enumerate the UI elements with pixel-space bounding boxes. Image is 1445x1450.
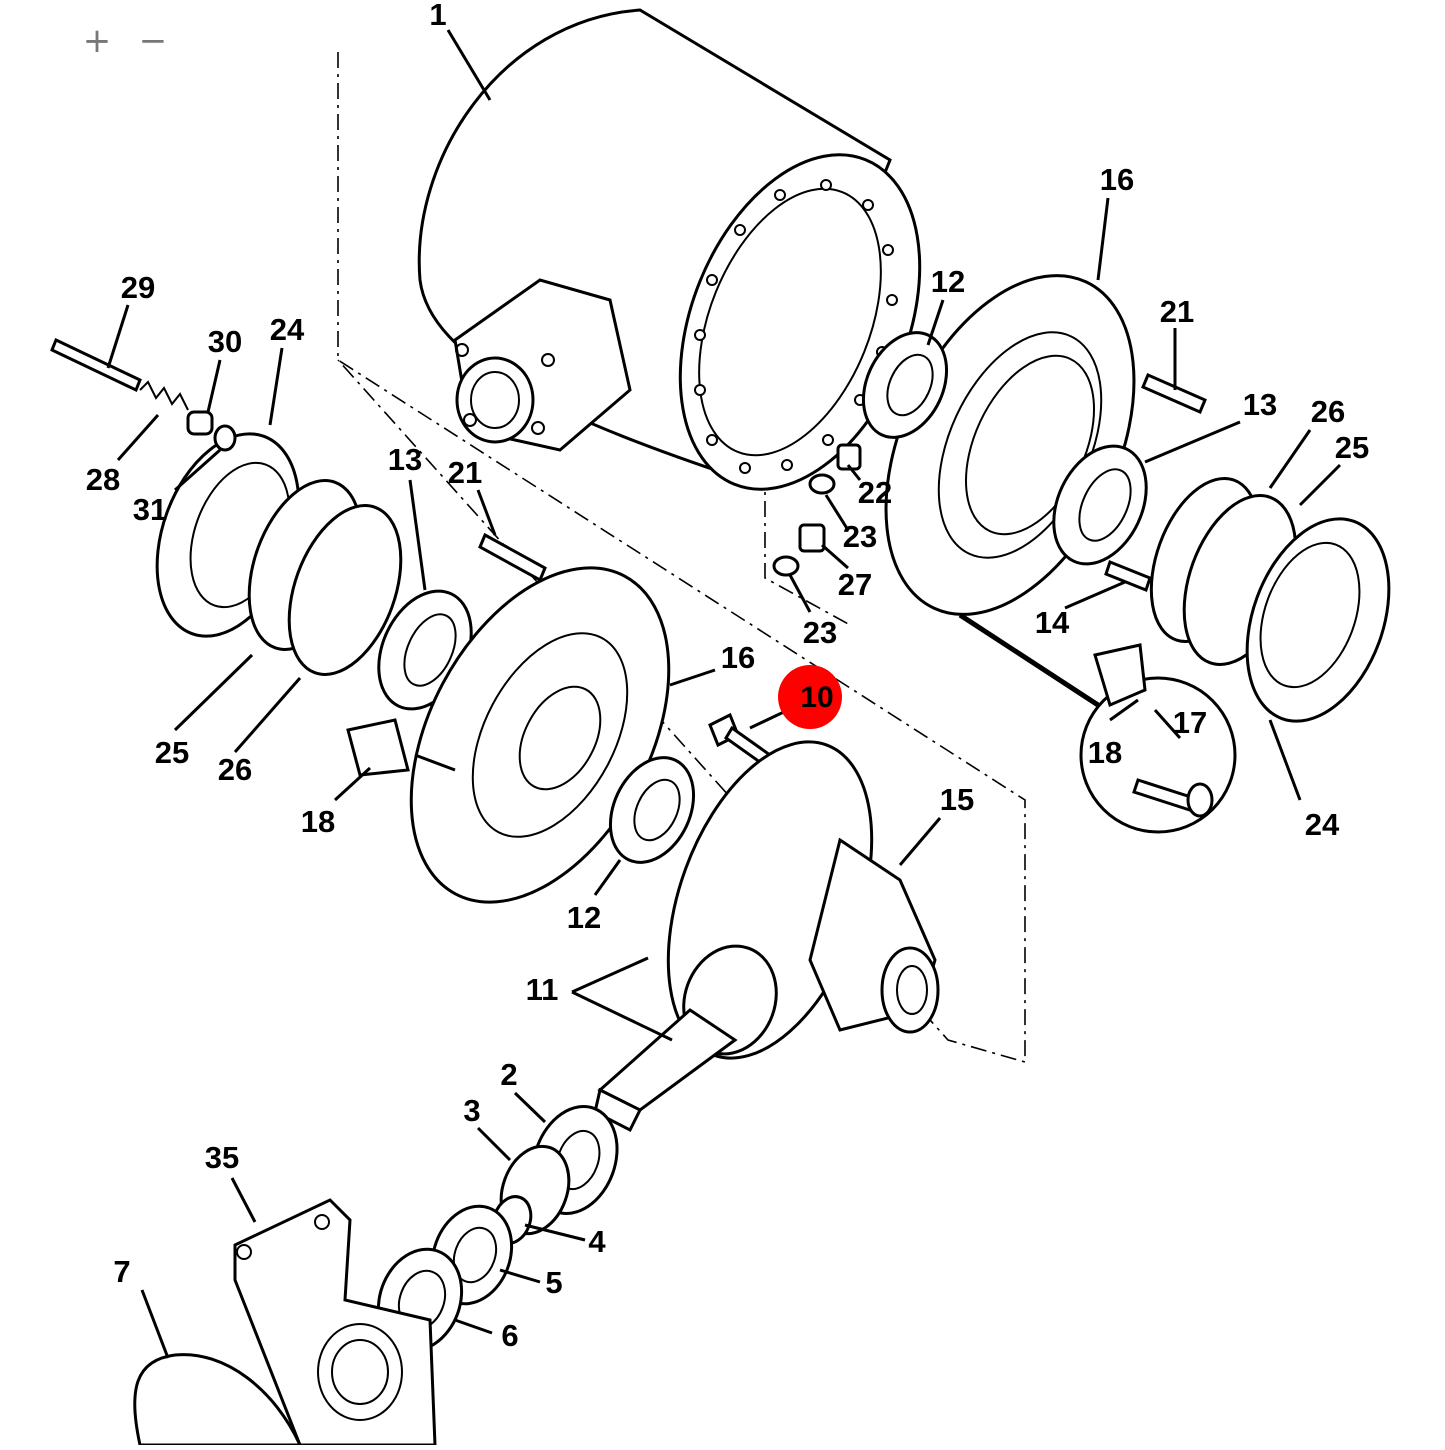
callout-label: 26: [1311, 394, 1345, 429]
bracket-35: [233, 1198, 437, 1447]
callout-label: 17: [1173, 705, 1207, 740]
callout-label: 23: [803, 615, 837, 650]
washer-23-lower: [772, 555, 800, 577]
callout-label: 2: [500, 1057, 517, 1092]
zoom-controls: + −: [78, 22, 172, 60]
bolt-27: [798, 523, 826, 553]
callout-label: 24: [270, 312, 305, 347]
callout-label: 25: [155, 735, 189, 770]
callout-label: 29: [121, 270, 155, 305]
callout-label: 6: [501, 1318, 518, 1353]
callout-label: 25: [1335, 430, 1369, 465]
callout-label: 13: [1243, 387, 1277, 422]
callout-label: 3: [463, 1093, 480, 1128]
bolt-29: [50, 337, 142, 393]
callout-label: 28: [86, 462, 120, 497]
callout-label: 12: [567, 900, 601, 935]
callout-label: 26: [218, 752, 252, 787]
highlight-marker: [778, 665, 842, 729]
flange-7: [133, 1353, 303, 1447]
callout-label: 13: [388, 442, 422, 477]
fitting-18-left: [346, 718, 410, 777]
callout-label: 21: [1160, 294, 1194, 329]
bearing-left: [608, 756, 696, 864]
callout-label: 16: [1100, 162, 1134, 197]
callout-label: 35: [205, 1140, 239, 1175]
callout-label: 31: [133, 492, 167, 527]
spring-28: [139, 380, 189, 411]
carrier-plate-left: [409, 566, 671, 904]
ring-26-left: [287, 504, 403, 676]
bolt-22: [836, 443, 862, 471]
callout-label: 16: [721, 640, 755, 675]
callout-label: 5: [545, 1265, 562, 1300]
pinion-shaft-11: [593, 944, 778, 1133]
callout-label: 14: [1035, 605, 1070, 640]
bolt-10: [708, 712, 773, 768]
cover-right: [1245, 517, 1391, 723]
callout-label: 18: [1088, 735, 1122, 770]
assembly-boundary-inner: [764, 470, 851, 626]
washer-23-upper: [808, 473, 836, 495]
callout-label: 1: [429, 0, 446, 32]
nut-right: [1052, 444, 1148, 566]
callout-label: 24: [1305, 807, 1340, 842]
callout-label: 11: [526, 972, 559, 1007]
callout-labels: 1 16 12 21 13 26 25 29 30 24 28 31 22 23…: [86, 0, 1369, 1353]
callout-label: 12: [931, 264, 965, 299]
callout-label: 15: [940, 782, 974, 817]
bearing-right: [861, 331, 949, 439]
leader-lines: [106, 29, 1342, 1359]
pin-right: [1141, 373, 1207, 414]
pin-14: [1104, 560, 1152, 592]
housing-part: [417, 8, 922, 491]
callout-label: 27: [838, 567, 872, 602]
callout-label: 4: [588, 1224, 606, 1259]
pin-left: [478, 532, 547, 583]
callout-label: 21: [448, 455, 482, 490]
zoom-in-button[interactable]: +: [82, 21, 112, 61]
highlight-label: 10: [800, 681, 833, 714]
callout-label: 22: [858, 475, 892, 510]
detail-view: [958, 612, 1237, 834]
callout-label: 18: [301, 804, 335, 839]
plunger-30: [186, 410, 214, 436]
callout-label: 30: [208, 324, 242, 359]
zoom-out-button[interactable]: −: [138, 21, 168, 61]
callout-label: 7: [113, 1254, 130, 1289]
washer-31: [213, 424, 237, 452]
callout-label: 23: [843, 519, 877, 554]
